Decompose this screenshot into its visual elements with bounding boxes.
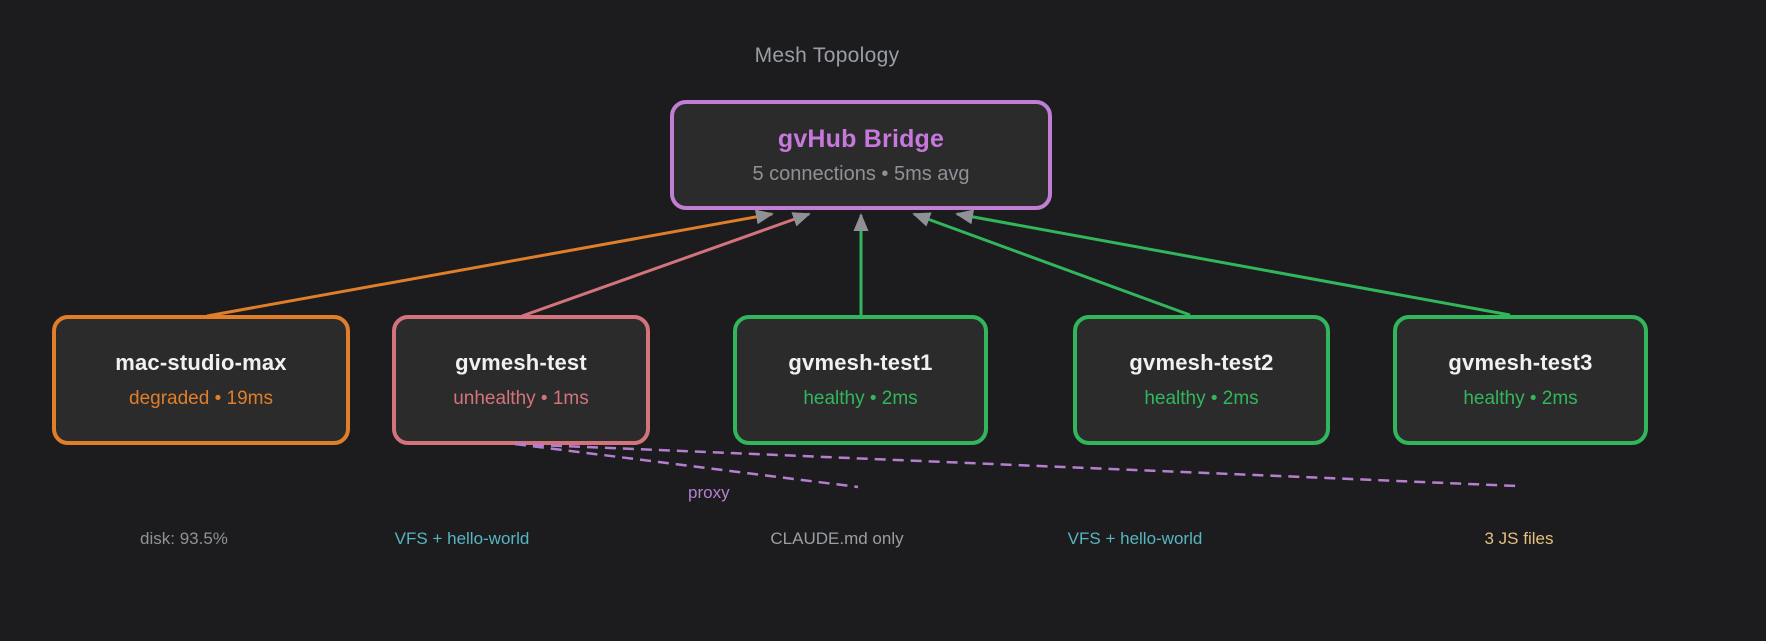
node-gvmesh-test3: gvmesh-test3 healthy • 2ms bbox=[1393, 315, 1648, 445]
node-gvmesh-test2: gvmesh-test2 healthy • 2ms bbox=[1073, 315, 1330, 445]
node-gvhub-bridge-name: gvHub Bridge bbox=[777, 124, 945, 153]
edge-proxy-long bbox=[514, 442, 1518, 488]
node-gvmesh-test1: gvmesh-test1 healthy • 2ms bbox=[733, 315, 988, 445]
edge-label-proxy: proxy bbox=[688, 483, 730, 502]
diagram-title: Mesh Topology bbox=[754, 44, 900, 67]
node-gvmesh-test: gvmesh-test unhealthy • 1ms bbox=[392, 315, 650, 445]
edge-proxy-short bbox=[514, 442, 859, 489]
node-gvmesh-test2-name: gvmesh-test2 bbox=[1129, 350, 1274, 375]
footnote-gvmesh-test1: CLAUDE.md only bbox=[770, 529, 904, 548]
footnote-gvmesh-test2: VFS + hello-world bbox=[1067, 529, 1203, 548]
node-gvmesh-test3-name: gvmesh-test3 bbox=[1448, 350, 1593, 375]
node-mac-studio-max: mac-studio-max degraded • 19ms bbox=[52, 315, 350, 445]
node-mac-studio-max-status: degraded • 19ms bbox=[129, 388, 273, 409]
node-gvmesh-test1-name: gvmesh-test1 bbox=[788, 350, 933, 375]
node-gvmesh-test-name: gvmesh-test bbox=[455, 350, 587, 375]
footnote-gvmesh-test3: 3 JS files bbox=[1484, 529, 1554, 548]
edge-gvmesh-test2 bbox=[912, 212, 1191, 317]
node-gvhub-bridge-stats: 5 connections • 5ms avg bbox=[752, 162, 970, 185]
edge-gvmesh-test3 bbox=[955, 209, 1511, 317]
edge-mac-studio-max bbox=[206, 209, 774, 318]
footnote-gvmesh-test: VFS + hello-world bbox=[394, 529, 530, 548]
footnote-mac-studio-max: disk: 93.5% bbox=[140, 529, 228, 548]
node-gvmesh-test2-status: healthy • 2ms bbox=[1144, 388, 1259, 409]
node-mac-studio-max-name: mac-studio-max bbox=[115, 350, 287, 375]
edge-gvmesh-test bbox=[521, 212, 811, 318]
node-gvhub-bridge: gvHub Bridge 5 connections • 5ms avg bbox=[670, 100, 1052, 210]
node-gvmesh-test3-status: healthy • 2ms bbox=[1463, 388, 1578, 409]
node-gvmesh-test1-status: healthy • 2ms bbox=[803, 388, 918, 409]
node-gvmesh-test-status: unhealthy • 1ms bbox=[453, 388, 589, 409]
